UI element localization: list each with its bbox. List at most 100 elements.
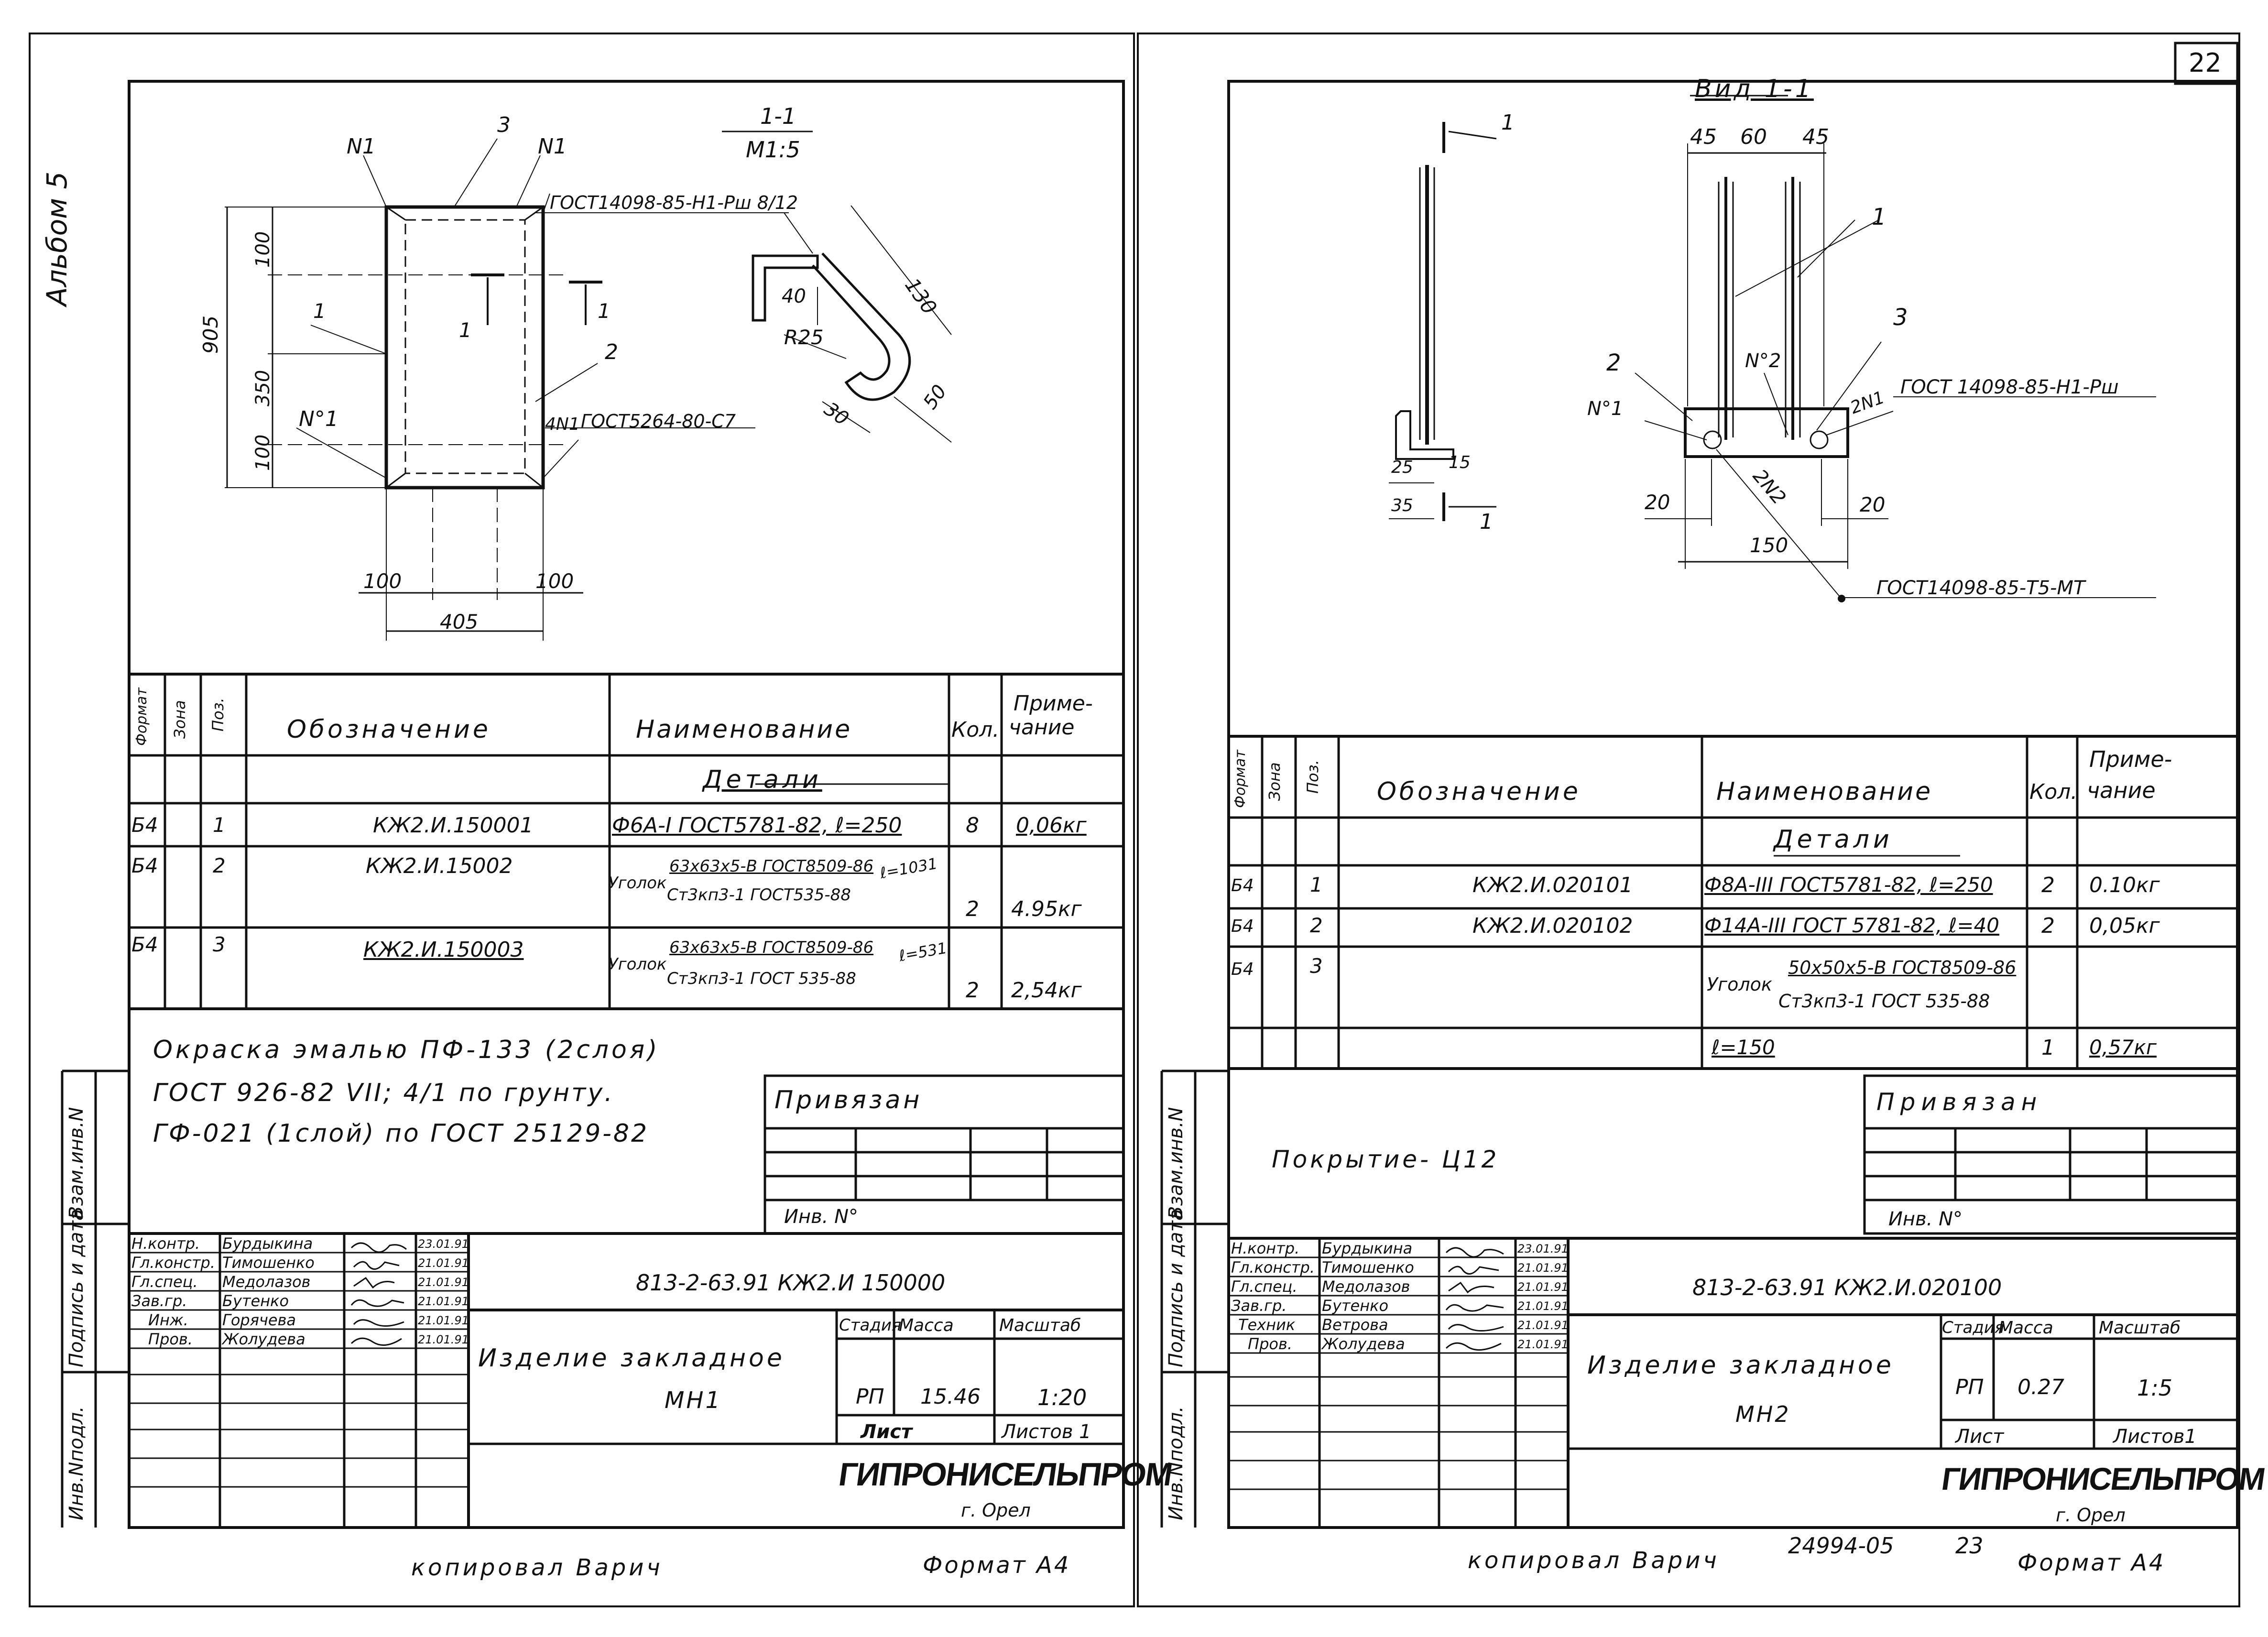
gost-note: ГОСТ 14098-85-Н1-Рш: [1900, 376, 2119, 398]
gost-note: ГОСТ14098-85-Т5-МТ: [1876, 577, 2085, 599]
spec-header-note1: Приме-: [1014, 691, 1093, 716]
callout: N1: [538, 134, 567, 159]
row-name-bottom: Ст3кп3-1 ГОСТ535-88: [667, 885, 851, 905]
copied-by-right: копировал Варич: [1468, 1547, 1720, 1574]
role-label: Техник: [1238, 1316, 1296, 1334]
role-label: Пров.: [148, 1330, 193, 1348]
page-number: 22: [2189, 48, 2222, 78]
side-stamp-inv-left: Инв.Nподл.: [65, 1406, 87, 1520]
callout: 2: [1606, 349, 1621, 376]
dim-label: 405: [440, 610, 479, 633]
row-note: 0.10кг: [2089, 873, 2160, 897]
role-label: Зав.гр.: [1231, 1297, 1287, 1315]
role-label: Н.контр.: [1231, 1239, 1300, 1257]
org-city: г. Орел: [2056, 1505, 2126, 1526]
sheet-label: Лист: [861, 1421, 913, 1443]
callout: 1: [313, 299, 326, 323]
scale-value: 1:5: [2137, 1375, 2173, 1401]
role-name: Жолудева: [1322, 1335, 1405, 1353]
dim-label: 100: [252, 231, 274, 268]
role-date: 21.01.91: [1517, 1261, 1569, 1275]
scale-label: Масштаб: [2099, 1318, 2181, 1338]
spec-header-qty: Кол.: [2029, 780, 2078, 804]
role-name: Медолазов: [1322, 1277, 1410, 1296]
role-date: 21.01.91: [418, 1295, 469, 1308]
role-label: Н.контр.: [131, 1234, 200, 1253]
role-name: Горячева: [222, 1311, 296, 1329]
role-name: Бутенко: [222, 1292, 289, 1310]
row-fmt: Б4: [1231, 876, 1254, 895]
inv-label: Инв. N°: [1888, 1208, 1963, 1230]
scale-value: 1:20: [1037, 1385, 1087, 1410]
dim-label: 100: [363, 569, 402, 593]
row-fmt: Б4: [131, 933, 158, 956]
row-name-prefix: Уголок: [608, 873, 667, 893]
stage-label: Стадия: [1942, 1318, 2005, 1337]
row-pos: 2: [213, 854, 226, 877]
dim-label: 100: [535, 569, 574, 593]
note-line: ГФ-021 (1слой) по ГОСТ 25129-82: [153, 1119, 649, 1148]
mass-value: 0.27: [2017, 1375, 2064, 1399]
row-qty: 2: [966, 978, 979, 1003]
gost-note: ГОСТ14098-85-Н1-Рш 8/12: [550, 192, 798, 213]
gost-note: ГОСТ5264-80-С7: [581, 411, 736, 432]
callout: 3: [497, 113, 511, 137]
product-mark: МН1: [665, 1387, 722, 1414]
signatures-left: [350, 1242, 407, 1346]
row-designation: КЖ2.И.15002: [366, 854, 513, 878]
dim-label: 60: [1740, 125, 1767, 149]
spec-section: Детали: [703, 765, 822, 794]
row-name-prefix: Уголок: [1707, 974, 1772, 995]
role-label: Пров.: [1248, 1335, 1292, 1353]
row-name-top: 63x63x5-В ГОСТ8509-86: [669, 857, 874, 876]
row-designation: КЖ2.И.150001: [373, 813, 534, 838]
copied-by-left: копировал Варич: [411, 1554, 663, 1581]
archive-number: 24994-05: [1788, 1533, 1894, 1559]
row-note: 0,05кг: [2089, 914, 2160, 938]
spec-header-note2: чание: [2087, 777, 2156, 803]
spec-header-format: Формат: [133, 688, 150, 746]
callout: 1: [1872, 204, 1886, 230]
role-name: Тимошенко: [1322, 1258, 1414, 1277]
linked-label: Привязан: [774, 1086, 923, 1114]
format-label: Формат А4: [2017, 1550, 2166, 1576]
role-label: Гл.констр.: [1231, 1258, 1315, 1277]
row-name-top: 50x50x5-В ГОСТ8509-86: [1788, 957, 2017, 978]
section-title: 1-1: [760, 103, 796, 129]
role-date: 21.01.91: [1517, 1338, 1569, 1351]
stage-value: РП: [856, 1385, 884, 1409]
role-name: Тимошенко: [222, 1254, 315, 1272]
row-pos: 3: [213, 933, 226, 956]
spec-header-zone: Зона: [171, 700, 189, 739]
dim-label: 20: [1860, 493, 1886, 516]
dim-label: 45: [1690, 125, 1717, 149]
role-date: 21.01.91: [418, 1333, 469, 1346]
inv-label: Инв. N°: [784, 1206, 858, 1228]
dim-label: 905: [199, 315, 222, 354]
linked-label: Привязан: [1876, 1088, 2043, 1116]
row-note: 2,54кг: [1011, 978, 1082, 1003]
org-name: ГИПРОНИСЕЛЬПРОМ: [1939, 1461, 2267, 1496]
role-name: Медолазов: [222, 1273, 311, 1291]
org-city: г. Орел: [961, 1500, 1031, 1521]
side-stamp-sign-left: Подпись и дата: [65, 1209, 87, 1367]
role-name: Бурдыкина: [1322, 1239, 1413, 1257]
role-date: 21.01.91: [418, 1256, 469, 1270]
sheets-label: Листов1: [2113, 1426, 2197, 1448]
section-scale: М1:5: [746, 137, 800, 163]
org-name: ГИПРОНИСЕЛЬПРОМ: [836, 1456, 1174, 1493]
dim-label: 25: [1391, 458, 1413, 477]
row-qty: 8: [966, 813, 979, 838]
doc-code: 813-2-63.91 КЖ2.И.020100: [1692, 1275, 2002, 1300]
row-name-top: 63x63x5-В ГОСТ8509-86: [669, 938, 874, 957]
callout: N°1: [299, 407, 338, 431]
row-name: Ф6А-I ГОСТ5781-82, ℓ=250: [612, 813, 902, 838]
row-pos: 3: [1310, 954, 1323, 978]
dim-label: 45: [1802, 125, 1829, 149]
spec-header-designation: Обозначение: [287, 715, 491, 744]
side-stamp-sign-right: Подпись и дата: [1165, 1209, 1187, 1367]
dim-label: 100: [252, 434, 274, 471]
callout: N°2: [1745, 350, 1781, 372]
row-qty: 2: [2041, 873, 2055, 897]
